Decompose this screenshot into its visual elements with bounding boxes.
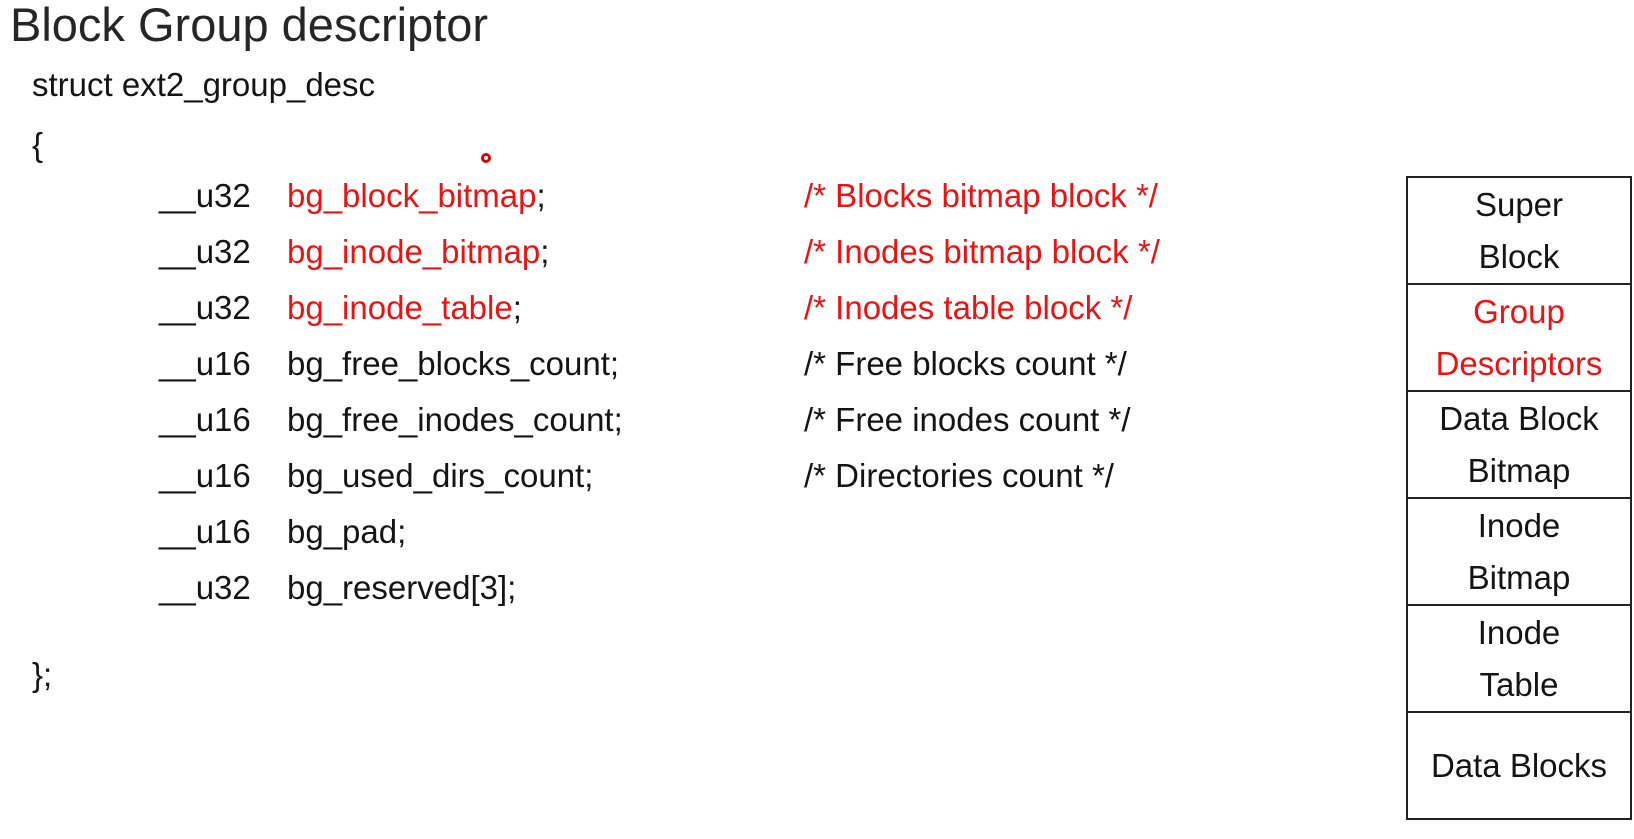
field-type: __u32 — [159, 233, 251, 270]
layout-block-label: Inode Table — [1477, 613, 1561, 703]
slide-title: Block Group descriptor — [10, 0, 489, 51]
layout-block-label: Data Block Bitmap — [1439, 399, 1599, 489]
field-name: bg_block_bitmap; — [287, 176, 546, 216]
layout-block: Data Blocks — [1406, 711, 1632, 820]
struct-field-row: __u16 bg_used_dirs_count; /* Directories c… — [0, 456, 1300, 496]
layout-block: Super Block — [1406, 176, 1632, 285]
field-comment: /* Free inodes count */ — [804, 401, 1131, 438]
field-name-text: bg_pad — [287, 513, 398, 550]
field-semicolon: ; — [613, 401, 623, 438]
field-type: __u16 — [159, 345, 251, 382]
field-semicolon: ; — [397, 513, 407, 550]
field-semicolon: ; — [507, 569, 517, 606]
field-semicolon: ; — [609, 345, 620, 382]
field-name: bg_reserved[3]; — [287, 568, 516, 608]
field-name: bg_free_inodes_count; — [287, 400, 623, 440]
layout-block: Inode Bitmap — [1406, 497, 1632, 606]
field-type: __u16 — [159, 401, 251, 438]
field-type: __u16 — [159, 457, 251, 494]
struct-field-row: __u16 bg_free_blocks_count; /* Free blocks… — [0, 344, 1300, 384]
field-name-text: bg_inode_bitmap — [287, 233, 541, 270]
struct-declaration: struct ext2_group_desc — [32, 66, 376, 103]
field-name: bg_inode_bitmap; — [287, 232, 549, 272]
field-comment: /* Blocks bitmap block */ — [804, 177, 1158, 214]
field-type: __u32 — [159, 289, 251, 326]
field-name-text: bg_free_inodes_count — [287, 401, 614, 438]
struct-open-brace: { — [32, 126, 44, 163]
field-name: bg_inode_table; — [287, 288, 522, 328]
field-name: bg_used_dirs_count; — [287, 456, 593, 496]
layout-block-label: Super Block — [1474, 185, 1564, 275]
layout-block: Data Block Bitmap — [1406, 390, 1632, 499]
field-semicolon: ; — [512, 289, 522, 326]
layout-block-label: Inode Bitmap — [1467, 506, 1571, 596]
field-name: bg_pad; — [287, 512, 406, 552]
struct-field-row: __u16 bg_free_inodes_count; /* Free inodes… — [0, 400, 1300, 440]
field-name-text: bg_free_blocks_count — [287, 345, 610, 382]
field-comment: /* Inodes bitmap block */ — [804, 233, 1160, 270]
struct-field-row: __u32 bg_inode_bitmap; /* Inodes bitmap bl… — [0, 232, 1300, 272]
field-semicolon: ; — [536, 177, 546, 214]
layout-block: Group Descriptors — [1406, 283, 1632, 392]
struct-close-brace: }; — [32, 656, 53, 693]
field-comment: /* Directories count */ — [804, 457, 1114, 494]
field-type: __u32 — [159, 177, 251, 214]
layout-block-label: Group Descriptors — [1435, 292, 1603, 382]
struct-field-row: __u16 bg_pad; — [0, 512, 1300, 552]
layout-block: Inode Table — [1406, 604, 1632, 713]
field-comment: /* Inodes table block */ — [804, 289, 1133, 326]
field-name-text: bg_inode_table — [287, 289, 513, 326]
field-name-text: bg_block_bitmap — [287, 177, 537, 214]
field-type: __u16 — [159, 513, 251, 550]
pointer-cursor-icon — [481, 153, 491, 163]
field-name-text: bg_reserved[3] — [287, 569, 508, 606]
layout-block-label: Data Blocks — [1430, 746, 1608, 784]
field-type: __u32 — [159, 569, 251, 606]
field-semicolon: ; — [540, 233, 550, 270]
field-name-text: bg_used_dirs_count — [287, 457, 585, 494]
struct-field-row: __u32 bg_block_bitmap; /* Blocks bitmap bl… — [0, 176, 1300, 216]
struct-field-row: __u32 bg_inode_table; /* Inodes table bloc… — [0, 288, 1300, 328]
field-semicolon: ; — [584, 457, 594, 494]
struct-field-row: __u32 bg_reserved[3]; — [0, 568, 1300, 608]
field-name: bg_free_blocks_count; — [287, 344, 619, 384]
field-comment: /* Free blocks count */ — [804, 345, 1127, 382]
